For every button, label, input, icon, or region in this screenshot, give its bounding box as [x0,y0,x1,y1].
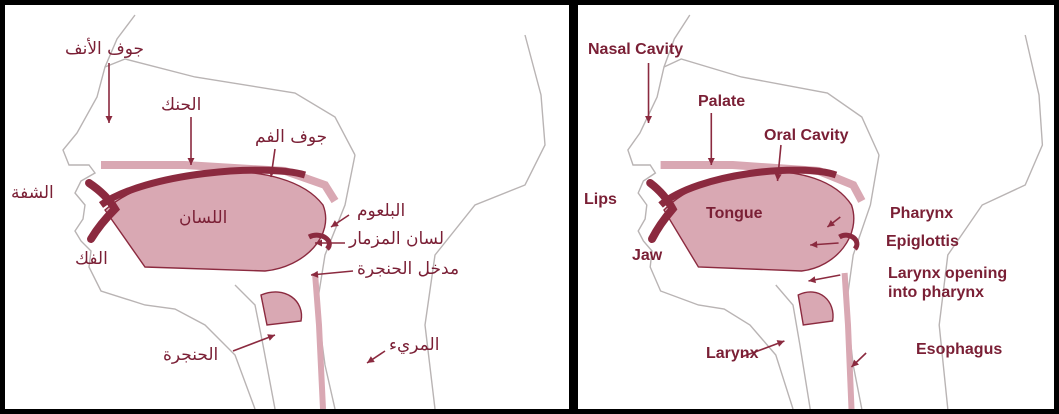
arrow-nasal-cavity-arrowhead [106,116,113,123]
label-palate: الحنك [161,97,201,114]
label-epiglottis: Epiglottis [886,233,959,251]
label-oral-cavity: Oral Cavity [764,127,848,145]
arrow-larynx-opening-arrowhead [808,276,816,283]
label-jaw: Jaw [632,247,662,265]
label-nasal-cavity: Nasal Cavity [588,41,683,59]
lips-shape [89,183,115,239]
label-pharynx: Pharynx [890,205,953,223]
esophagus-shape [845,273,852,409]
label-lips: Lips [584,191,617,209]
label-larynx-opening: مدخل الحنجرة [357,261,459,278]
label-esophagus: المريء [389,337,439,354]
back-of-head-outline [425,35,545,409]
esophagus-shape [315,273,323,409]
arabic-diagram-panel: جوف الأنف الحنك جوف الفم الشفة اللسان ال… [0,0,574,414]
arrow-esophagus-arrowhead [367,356,375,363]
label-lips: الشفة [11,185,54,202]
larynx-shape [261,292,302,325]
label-epiglottis: لسان المزمار [349,231,444,248]
head-anatomy-illustration-arabic [5,5,569,409]
english-diagram-panel: Nasal Cavity Palate Oral Cavity Lips Ton… [574,0,1059,414]
larynx-shape [798,292,833,325]
label-tongue: اللسان [179,210,227,227]
label-jaw: الفك [75,251,108,268]
label-oral-cavity: جوف الفم [255,129,327,146]
label-nasal-cavity: جوف الأنف [65,41,144,58]
label-larynx: Larynx [706,345,758,363]
label-larynx-opening-line1: Larynx opening [888,265,1007,283]
label-pharynx: البلعوم [357,203,405,220]
label-tongue: Tongue [706,205,763,223]
label-palate: Palate [698,93,745,111]
label-esophagus: Esophagus [916,341,1002,359]
label-larynx-opening-line2: into pharynx [888,284,984,302]
label-larynx: الحنجرة [163,347,218,364]
lips-shape [650,183,672,239]
